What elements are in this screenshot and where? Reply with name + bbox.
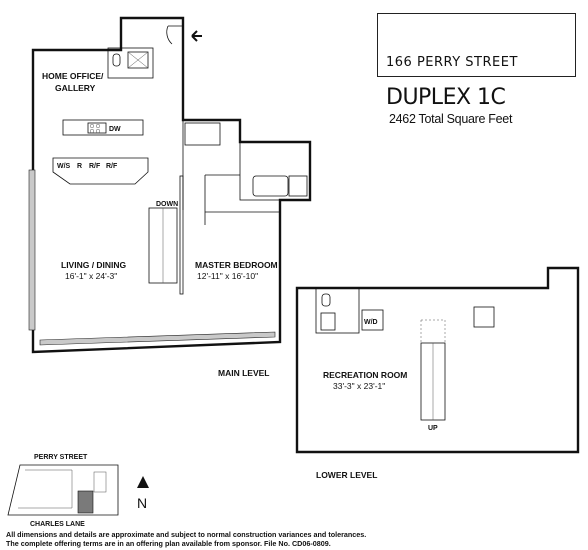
bathtub <box>252 175 289 197</box>
unit-area: 2462 Total Square Feet <box>389 112 513 126</box>
perry-street-label: PERRY STREET <box>34 454 88 461</box>
unit-title: DUPLEX 1C <box>386 85 506 110</box>
key-plan-unit-highlight <box>77 490 94 514</box>
powder-room <box>107 47 154 79</box>
toilet <box>112 53 121 67</box>
recreation-room-dims: 33'-3" x 23'-1" <box>333 381 385 391</box>
stair-up-label: UP <box>428 425 438 432</box>
master-bedroom-dims: 12'-11" x 16'-10" <box>197 271 258 281</box>
lower-level-label: LOWER LEVEL <box>316 470 377 480</box>
lower-level-plan: W/D UP RECREATION ROOM 33'-3" x 23'-1" L… <box>295 266 580 480</box>
main-level-plan: DW W/S R R/F R/F DOWN HOME OFFICE/ GALLE… <box>28 16 312 378</box>
building-name: 166 PERRY STREET <box>386 55 518 70</box>
charles-lane-label: CHARLES LANE <box>30 521 85 528</box>
lower-toilet <box>321 293 331 307</box>
main-level-walls <box>31 16 312 354</box>
compass-north: N <box>137 495 147 511</box>
lower-closet <box>320 312 336 331</box>
key-plan-block <box>7 464 119 516</box>
fridge-freezer-label-1: R/F <box>89 163 101 170</box>
master-bedroom-label: MASTER BEDROOM <box>195 260 278 270</box>
master-closet <box>184 122 221 146</box>
stair-railing <box>179 175 184 295</box>
home-office-label-1: HOME OFFICE/ <box>42 71 104 81</box>
north-arrow-icon <box>137 476 149 488</box>
home-office-label-2: GALLERY <box>55 83 96 93</box>
disclaimer-line-1: All dimensions and details are approxima… <box>6 530 367 539</box>
fridge-freezer-label-2: R/F <box>106 163 118 170</box>
kitchen-counter <box>62 119 144 136</box>
cooktop <box>87 122 107 134</box>
windows-south <box>39 331 276 346</box>
disclaimer-line-2: The complete offering terms are in an of… <box>6 539 331 548</box>
entry-door <box>166 25 183 45</box>
living-dining-label: LIVING / DINING <box>61 260 127 270</box>
key-plan: PERRY STREET CHARLES LANE N <box>7 454 149 528</box>
recreation-room-label: RECREATION ROOM <box>323 370 407 380</box>
shower <box>288 175 308 197</box>
closet <box>127 51 149 69</box>
kitchen-island <box>52 157 149 185</box>
lower-level-walls <box>295 266 580 454</box>
entry-arrow-icon <box>191 30 202 42</box>
washer-dryer-label: W/D <box>364 319 378 326</box>
master-bath <box>239 141 311 201</box>
laundry-closet <box>361 309 384 331</box>
stair-down-label: DOWN <box>156 201 178 208</box>
wine-storage-label: W/S <box>57 163 71 170</box>
building-logo: 166 PERRY STREET <box>377 13 576 77</box>
windows-west <box>28 169 36 331</box>
main-level-label: MAIN LEVEL <box>218 368 269 378</box>
lower-bath <box>315 287 360 334</box>
lower-column <box>473 306 495 328</box>
refrigerator-label: R <box>77 163 82 170</box>
dishwasher-label: DW <box>109 126 121 133</box>
living-dining-dims: 16'-1" x 24'-3" <box>65 271 117 281</box>
